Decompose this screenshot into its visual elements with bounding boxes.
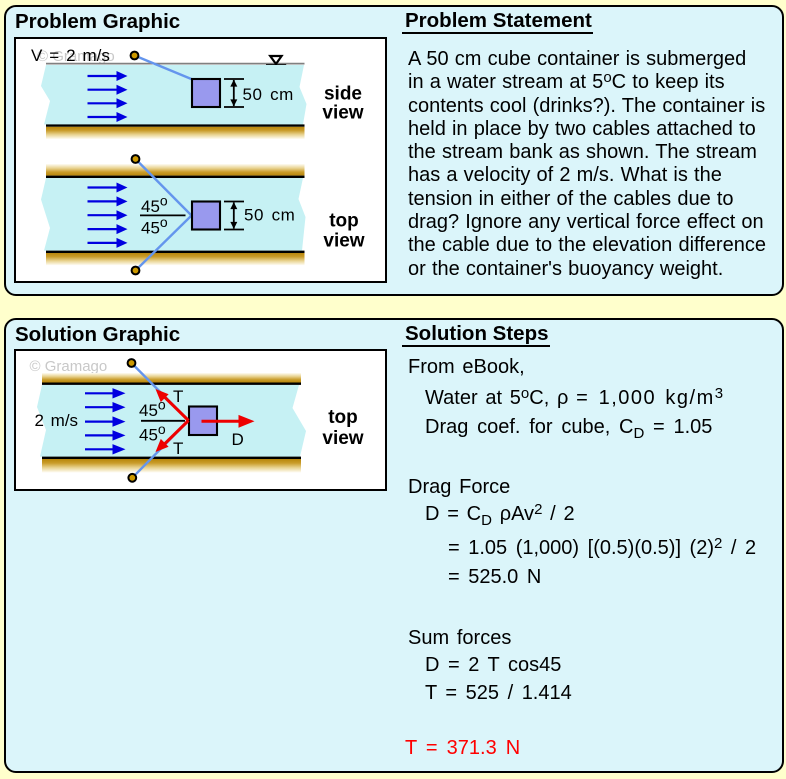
svg-text:side: side	[324, 83, 362, 104]
svg-text:T: T	[173, 439, 183, 458]
svg-text:2 m/s: 2 m/s	[35, 411, 79, 430]
svg-text:view: view	[322, 428, 363, 449]
svg-text:top: top	[328, 407, 358, 428]
svg-text:view: view	[322, 102, 363, 123]
svg-text:V = 2 m/s: V = 2 m/s	[31, 46, 110, 65]
svg-text:D: D	[232, 430, 244, 449]
svg-text:50 cm: 50 cm	[244, 205, 295, 224]
svg-text:50 cm: 50 cm	[243, 85, 294, 104]
svg-text:© Gramago: © Gramago	[30, 358, 108, 375]
svg-text:T: T	[173, 387, 183, 406]
svg-text:© Gramago: © Gramago	[37, 48, 115, 65]
svg-text:top: top	[329, 211, 359, 232]
svg-text:view: view	[323, 230, 364, 251]
